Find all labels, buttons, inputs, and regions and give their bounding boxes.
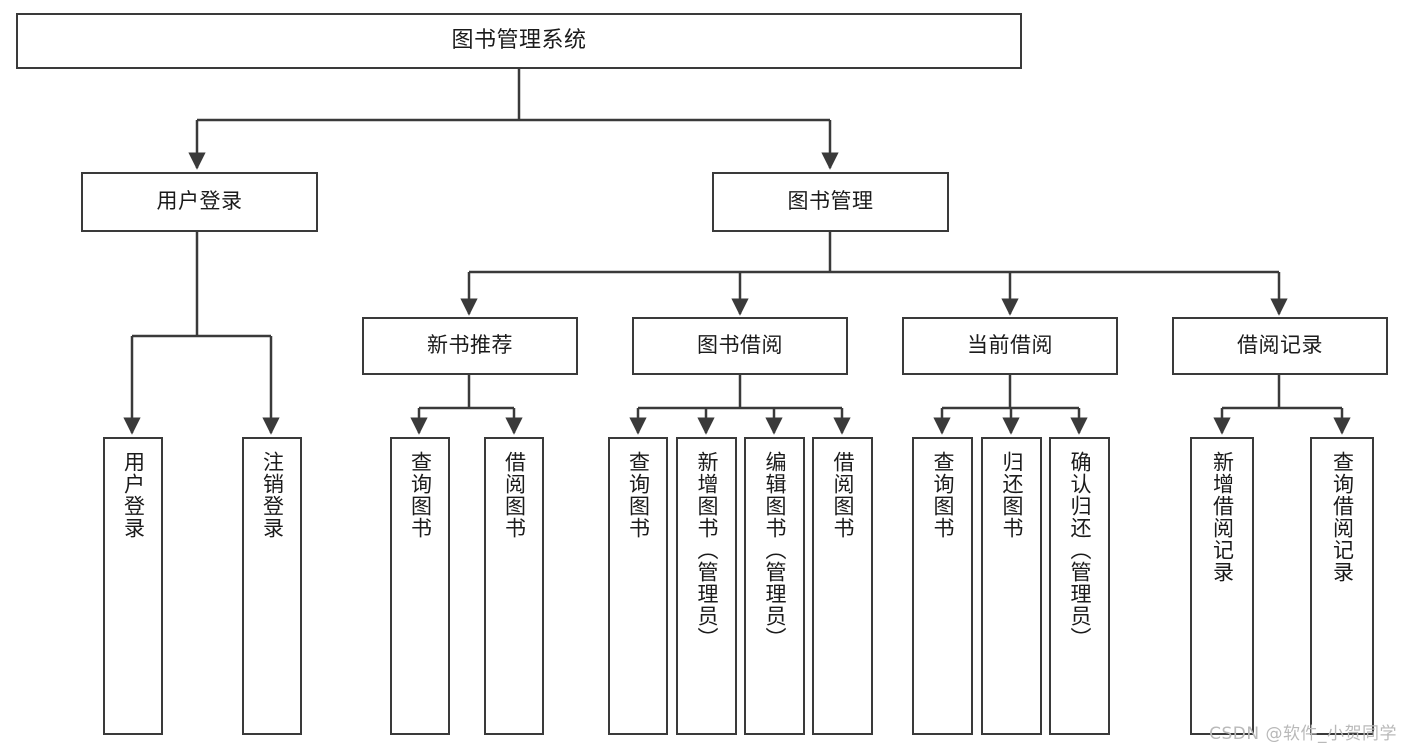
- leaf-borrow-record-add-label: 新增借阅记录: [1210, 451, 1235, 583]
- leaf-book-borrow-query[interactable]: 查询图书: [608, 437, 668, 735]
- leaf-book-borrow-add[interactable]: 新增图书（管理员）: [676, 437, 737, 735]
- leaf-current-borrow-confirm[interactable]: 确认归还（管理员）: [1049, 437, 1110, 735]
- node-book-borrow[interactable]: 图书借阅: [632, 317, 848, 375]
- node-book-management-label: 图书管理: [787, 189, 874, 214]
- node-book-management[interactable]: 图书管理: [712, 172, 949, 232]
- leaf-current-borrow-return-label: 归还图书: [999, 451, 1024, 539]
- leaf-new-book-borrow[interactable]: 借阅图书: [484, 437, 544, 735]
- node-borrow-record[interactable]: 借阅记录: [1172, 317, 1388, 375]
- leaf-user-login-logout-label: 注销登录: [260, 451, 285, 539]
- leaf-book-borrow-query-label: 查询图书: [626, 451, 651, 539]
- node-current-borrow[interactable]: 当前借阅: [902, 317, 1118, 375]
- node-root-system-label: 图书管理系统: [451, 27, 587, 53]
- node-new-book-recommend-label: 新书推荐: [427, 333, 513, 358]
- leaf-new-book-query[interactable]: 查询图书: [390, 437, 450, 735]
- node-borrow-record-label: 借阅记录: [1237, 333, 1323, 358]
- leaf-user-login-login[interactable]: 用户登录: [103, 437, 163, 735]
- node-root-system[interactable]: 图书管理系统: [16, 13, 1022, 69]
- node-user-login[interactable]: 用户登录: [81, 172, 318, 232]
- leaf-book-borrow-edit-label: 编辑图书（管理员）: [762, 451, 787, 649]
- leaf-user-login-logout[interactable]: 注销登录: [242, 437, 302, 735]
- leaf-book-borrow-borrow-label: 借阅图书: [830, 451, 855, 539]
- leaf-new-book-query-label: 查询图书: [408, 451, 433, 539]
- node-new-book-recommend[interactable]: 新书推荐: [362, 317, 578, 375]
- leaf-current-borrow-return[interactable]: 归还图书: [981, 437, 1042, 735]
- leaf-borrow-record-add[interactable]: 新增借阅记录: [1190, 437, 1254, 735]
- node-user-login-label: 用户登录: [156, 189, 243, 214]
- leaf-book-borrow-edit[interactable]: 编辑图书（管理员）: [744, 437, 805, 735]
- leaf-borrow-record-query[interactable]: 查询借阅记录: [1310, 437, 1374, 735]
- node-book-borrow-label: 图书借阅: [697, 333, 783, 358]
- node-current-borrow-label: 当前借阅: [967, 333, 1053, 358]
- leaf-current-borrow-query-label: 查询图书: [930, 451, 955, 539]
- leaf-book-borrow-borrow[interactable]: 借阅图书: [812, 437, 873, 735]
- leaf-new-book-borrow-label: 借阅图书: [502, 451, 527, 539]
- leaf-user-login-login-label: 用户登录: [121, 451, 146, 539]
- leaf-current-borrow-confirm-label: 确认归还（管理员）: [1067, 451, 1092, 649]
- leaf-borrow-record-query-label: 查询借阅记录: [1330, 451, 1355, 583]
- leaf-book-borrow-add-label: 新增图书（管理员）: [694, 451, 719, 649]
- leaf-current-borrow-query[interactable]: 查询图书: [912, 437, 973, 735]
